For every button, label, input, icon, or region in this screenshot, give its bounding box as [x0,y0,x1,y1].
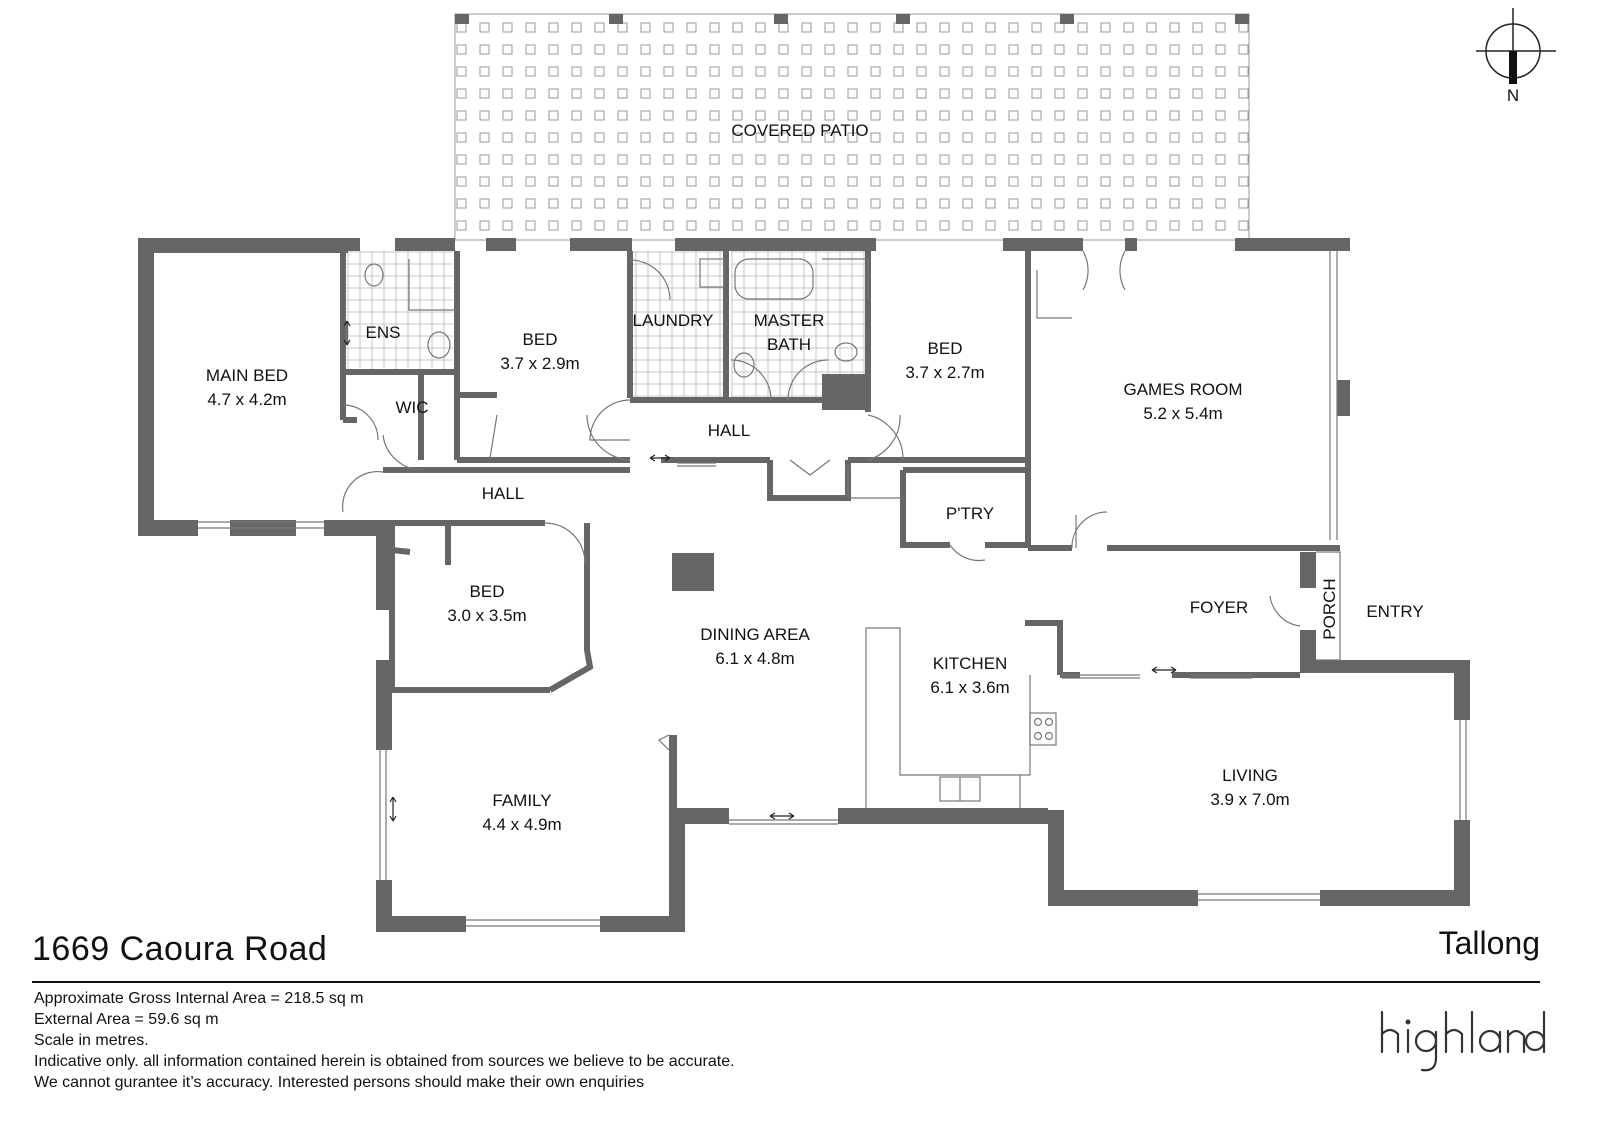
room-labels: COVERED PATIO ENS MAIN BED 4.7 x 4.2m BE… [206,121,1424,834]
info-external-area: External Area = 59.6 sq m [34,1011,219,1028]
label-porch: PORCH [1320,578,1339,639]
tiled-areas [343,251,869,398]
info-disclaimer-2: We cannot gurantee it’s accuracy. Intere… [34,1074,645,1091]
label-family: FAMILY [492,791,551,810]
label-bed-2-size: 3.7 x 2.7m [905,363,984,382]
label-living: LIVING [1222,766,1278,785]
label-entry: ENTRY [1366,602,1423,621]
label-main-bed-size: 4.7 x 4.2m [207,390,286,409]
label-pantry: P'TRY [946,504,994,523]
property-suburb: Tallong [1438,925,1540,961]
interior-walls [340,251,1340,693]
label-hall-upper: HALL [708,421,751,440]
fixtures [198,250,1467,927]
label-master-bath-1: MASTER [754,311,825,330]
exterior-walls [138,238,1470,932]
label-main-bed: MAIN BED [206,366,288,385]
label-bed-1: BED [523,330,558,349]
divider [32,981,1540,983]
label-ens: ENS [366,323,401,342]
north-compass-icon: N [1476,8,1556,104]
label-wic: WIC [395,398,428,417]
label-kitchen: KITCHEN [933,654,1008,673]
label-games-room-size: 5.2 x 5.4m [1143,404,1222,423]
covered-patio [454,13,1250,241]
info-gross-area: Approximate Gross Internal Area = 218.5 … [34,990,364,1007]
label-bed-1-size: 3.7 x 2.9m [500,354,579,373]
label-covered-patio: COVERED PATIO [731,121,868,140]
area-info: Approximate Gross Internal Area = 218.5 … [34,988,735,1093]
info-scale: Scale in metres. [34,1032,149,1049]
label-hall-lower: HALL [482,484,525,503]
compass-label: N [1507,86,1519,104]
label-games-room: GAMES ROOM [1123,380,1242,399]
info-disclaimer-1: Indicative only. all information contain… [34,1053,735,1070]
label-dining: DINING AREA [700,625,810,644]
label-bed-3-size: 3.0 x 3.5m [447,606,526,625]
label-family-size: 4.4 x 4.9m [482,815,561,834]
label-foyer: FOYER [1190,598,1249,617]
highland-logo [1380,1010,1546,1072]
label-dining-size: 6.1 x 4.8m [715,649,794,668]
label-bed-2: BED [928,339,963,358]
label-laundry: LAUNDRY [633,311,714,330]
label-bed-3: BED [470,582,505,601]
property-address: 1669 Caoura Road [32,930,328,968]
label-kitchen-size: 6.1 x 3.6m [930,678,1009,697]
label-master-bath-2: BATH [767,335,811,354]
sliding-arrows [343,320,1177,822]
label-living-size: 3.9 x 7.0m [1210,790,1289,809]
